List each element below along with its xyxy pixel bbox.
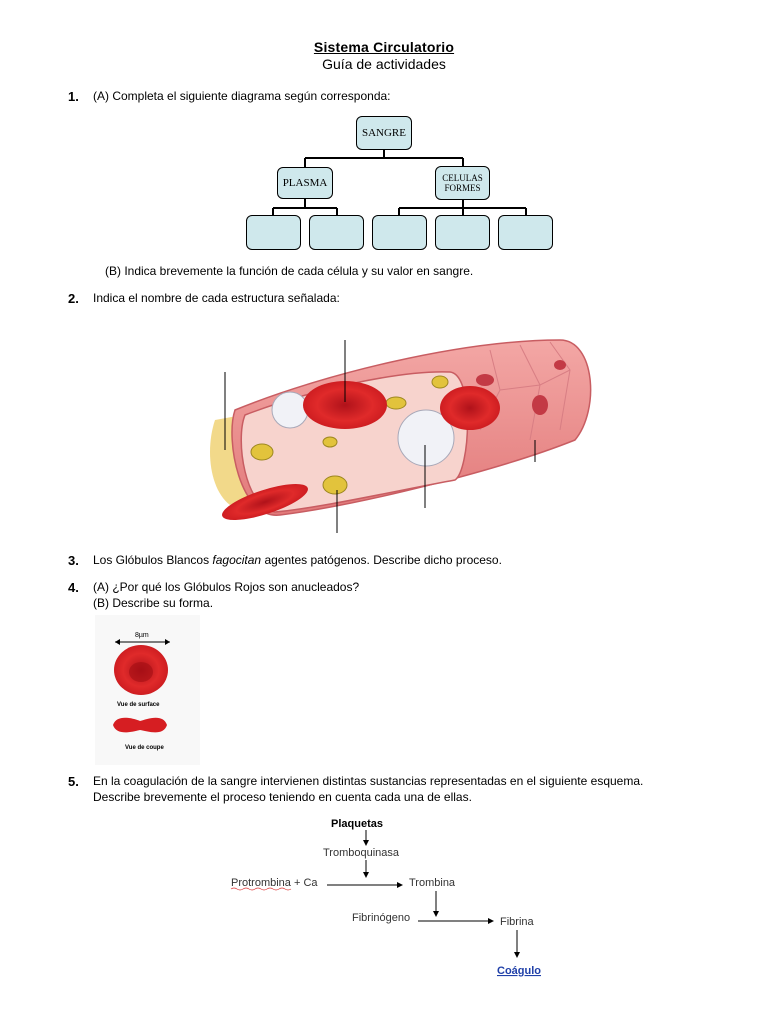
box-plasma: PLASMA [277,167,333,199]
box-celulas-line1: CELULAS [442,173,483,183]
scheme-tromboquinasa: Tromboquinasa [323,847,400,859]
q1-text-a: (A) Completa el siguiente diagrama según… [93,89,391,103]
q4-text-b: (B) Describe su forma. [93,596,214,610]
blank-box-plasma-2[interactable] [309,215,364,250]
scheme-fibrina: Fibrina [500,916,535,928]
rbc-scale-label: 8µm [135,632,149,639]
q2-number: 2. [68,291,79,306]
rbc-surface-caption: Vue de surface [117,702,160,708]
q5-number: 5. [68,774,79,789]
platelets [250,375,449,495]
nucleus-2 [532,395,548,415]
page-subtitle: Guía de actividades [322,56,446,72]
white-blood-cell-1 [271,391,309,429]
q3-text-em: fagocitan [212,553,262,567]
blank-box-cell-1[interactable] [372,215,427,250]
q3-text-pre: Los Glóbulos Blancos [93,553,213,567]
q2-text: Indica el nombre de cada estructura seña… [93,291,340,305]
scheme-trombina: Trombina [409,877,456,889]
blank-box-cell-2[interactable] [435,215,490,250]
pointer-lines [224,340,536,533]
box-celulas-line2: FORMES [444,183,481,193]
page-title: Sistema Circulatorio [313,39,455,55]
q3-text: Los Glóbulos Blancos fagocitan agentes p… [93,553,502,567]
scheme-fibrinogeno: Fibrinógeno [352,912,410,924]
blood-vessel-illustration [210,339,592,533]
nucleus-1 [476,374,494,386]
rbc-section-caption: Vue de coupe [125,745,164,751]
coagulation-scheme: Plaquetas Tromboquinasa Protrombina + Ca… [230,818,541,977]
q5-text-line2: Describe brevemente el proceso teniendo … [93,790,472,804]
scheme-coagulo: Coágulo [497,965,541,977]
blank-box-plasma-1[interactable] [246,215,301,250]
red-blood-cell-3 [222,484,308,520]
q3-text-post: agentes patógenos. Describe dicho proces… [261,553,502,567]
blank-box-cell-3[interactable] [498,215,553,250]
q4-number: 4. [68,580,79,595]
box-celulas-formes: CELULAS FORMES [435,166,490,200]
rbc-section-view [113,717,167,733]
scheme-protrombina: Protrombina + Ca [231,877,318,889]
nucleus-3 [554,360,566,370]
red-blood-cell-figure: 8µm Vue de surface Vue de coupe [95,615,200,765]
q5-text-line1: En la coagulación de la sangre intervien… [93,774,644,788]
q1-text-b: (B) Indica brevemente la función de cada… [105,264,474,278]
q1-number: 1. [68,89,79,104]
scheme-plaquetas: Plaquetas [331,818,383,830]
endothelial-cells [479,341,571,441]
red-blood-cell-1 [303,381,387,429]
box-sangre: SANGRE [356,116,412,150]
white-blood-cell-2 [397,409,455,467]
q4-text-a: (A) ¿Por qué los Glóbulos Rojos son anuc… [93,580,360,594]
blood-tree-connectors [272,150,527,216]
red-blood-cell-2 [440,386,500,430]
q3-number: 3. [68,553,79,568]
